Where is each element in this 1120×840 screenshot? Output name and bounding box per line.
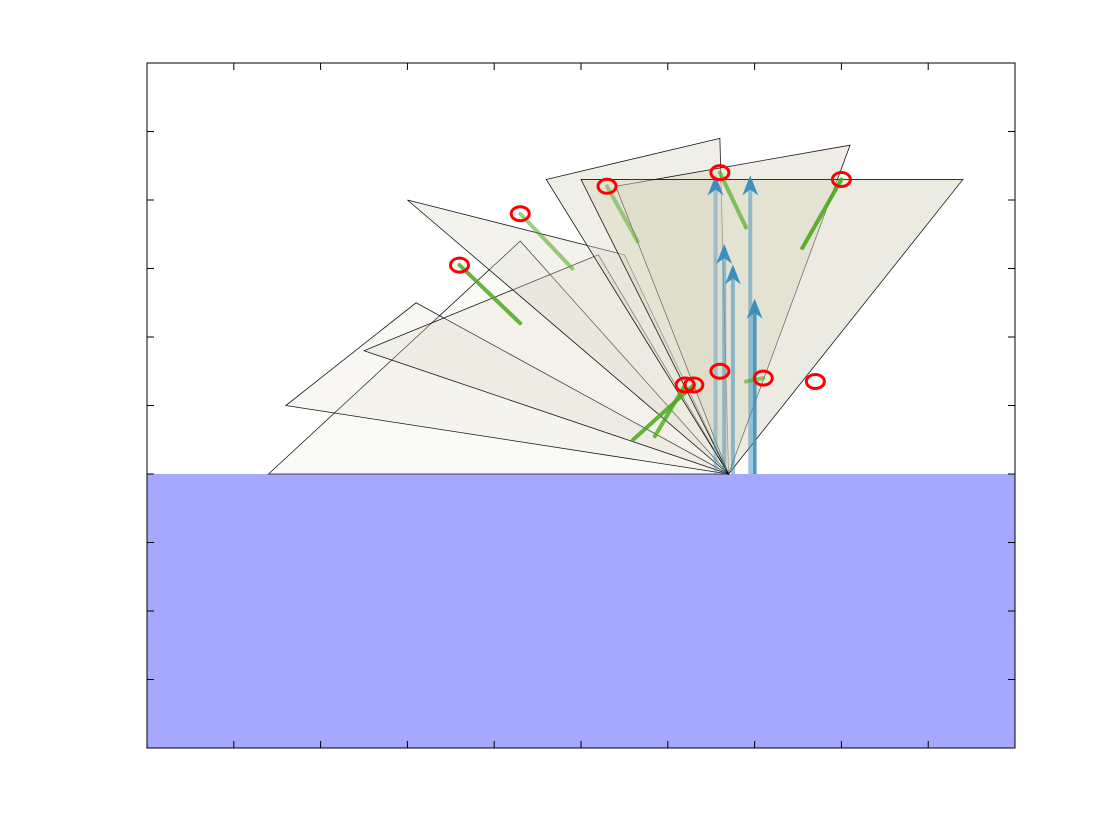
plates-layer bbox=[267, 137, 964, 476]
green-forces-layer bbox=[457, 170, 844, 442]
green-force-line-4 bbox=[717, 170, 748, 230]
contact-marker-8 bbox=[709, 362, 731, 380]
contact-marker-2 bbox=[509, 205, 531, 223]
green-force-line-5 bbox=[800, 177, 844, 250]
contact-marker-9 bbox=[752, 369, 774, 387]
ground-region bbox=[147, 474, 1015, 748]
contact-marker-4 bbox=[709, 164, 731, 182]
blue-forces-layer bbox=[707, 175, 763, 474]
contact-marker-5 bbox=[830, 170, 852, 188]
contact-marker-7 bbox=[674, 376, 696, 394]
contact-marker-10 bbox=[804, 373, 826, 391]
axes bbox=[146, 62, 1016, 749]
green-force-line-7 bbox=[652, 382, 688, 439]
plate-1 bbox=[267, 240, 730, 475]
axes-frame bbox=[146, 62, 1016, 749]
contact-marker-6 bbox=[683, 376, 705, 394]
green-force-line-3 bbox=[605, 184, 640, 244]
green-force-line-6 bbox=[631, 382, 696, 442]
green-force-line-2 bbox=[518, 211, 575, 271]
contact-marker-3 bbox=[596, 177, 618, 195]
green-force-line-1 bbox=[457, 263, 523, 326]
plate-7 bbox=[580, 179, 964, 475]
plate-4 bbox=[407, 199, 729, 475]
contacts-layer bbox=[448, 164, 852, 394]
ticks-layer bbox=[147, 63, 1015, 748]
contact-marker-1 bbox=[448, 256, 470, 274]
plate-2 bbox=[284, 302, 729, 475]
plate-3 bbox=[362, 254, 730, 475]
